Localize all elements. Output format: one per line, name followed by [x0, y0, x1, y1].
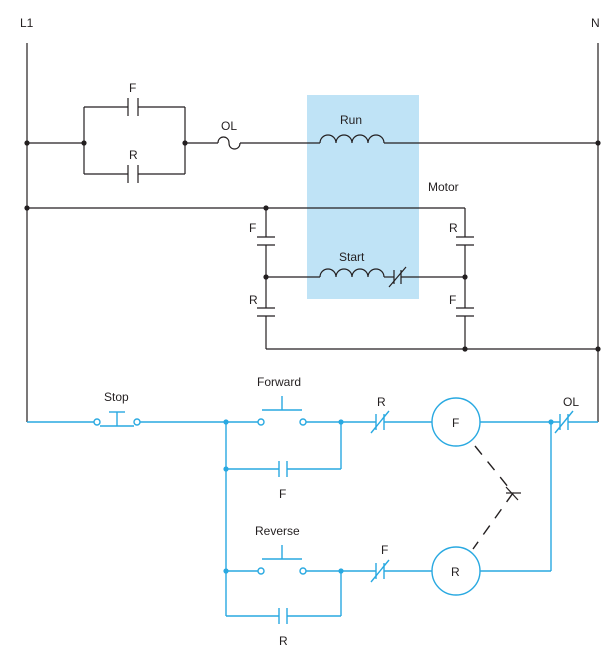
seal-in-r-label: R: [279, 634, 288, 648]
junction-dot: [24, 205, 30, 211]
reverse-pushbutton: [257, 545, 307, 575]
stop-label: Stop: [104, 390, 129, 404]
reverse-label: Reverse: [255, 524, 300, 538]
n-label: N: [591, 16, 600, 30]
junction-dot: [595, 140, 601, 146]
mechanical-interlock-line: [474, 445, 514, 494]
junction-dot: [223, 568, 229, 574]
motor-highlight: [307, 95, 419, 299]
junction-dot: [548, 419, 554, 425]
overload-heater: [217, 136, 241, 150]
run-winding: [319, 134, 385, 144]
junction-dot: [223, 466, 229, 472]
junction-dot: [595, 346, 601, 352]
seal-in-r-contact: [226, 608, 341, 624]
start-left-top-label: F: [249, 221, 256, 235]
start-winding-label: Start: [339, 250, 365, 264]
reverse-coil-label: R: [451, 565, 460, 579]
forward-coil-label: F: [452, 416, 459, 430]
forward-label: Forward: [257, 375, 301, 389]
junction-dot: [263, 274, 269, 280]
junction-dot: [24, 140, 30, 146]
junction-dot: [263, 205, 269, 211]
contact-r-start-right: [456, 236, 474, 246]
interlock-r-label: R: [377, 395, 386, 409]
contact-f-upper-label: F: [129, 81, 136, 95]
start-left-bottom-label: R: [249, 293, 258, 307]
start-right-top-label: R: [449, 221, 458, 235]
contact-r-upper-label: R: [129, 148, 138, 162]
contact-f-upper: [84, 98, 185, 116]
contact-f-start-right: [456, 307, 474, 317]
interlock-f-label: F: [381, 543, 388, 557]
junction-dot: [81, 140, 87, 146]
seal-in-f-contact: [226, 461, 341, 477]
run-winding-label: Run: [340, 113, 362, 127]
start-winding: [319, 268, 385, 278]
junction-dot: [338, 568, 344, 574]
start-right-bottom-label: F: [449, 293, 456, 307]
junction-dot: [462, 346, 468, 352]
junction-dot: [182, 140, 188, 146]
overload-label-upper: OL: [221, 119, 237, 133]
stop-pushbutton: [93, 411, 141, 427]
mechanical-interlock-line: [472, 492, 514, 550]
contact-r-start-left: [257, 307, 275, 317]
mechanical-interlock-pivot: [505, 486, 521, 501]
contact-r-upper: [84, 165, 185, 183]
l1-label: L1: [20, 16, 34, 30]
junction-dot: [338, 419, 344, 425]
junction-dot: [462, 274, 468, 280]
motor-label: Motor: [428, 180, 459, 194]
seal-in-f-label: F: [279, 487, 286, 501]
forward-pushbutton: [257, 396, 307, 426]
contact-f-start-left: [257, 236, 275, 246]
junction-dot: [223, 419, 229, 425]
overload-label-lower: OL: [563, 395, 579, 409]
